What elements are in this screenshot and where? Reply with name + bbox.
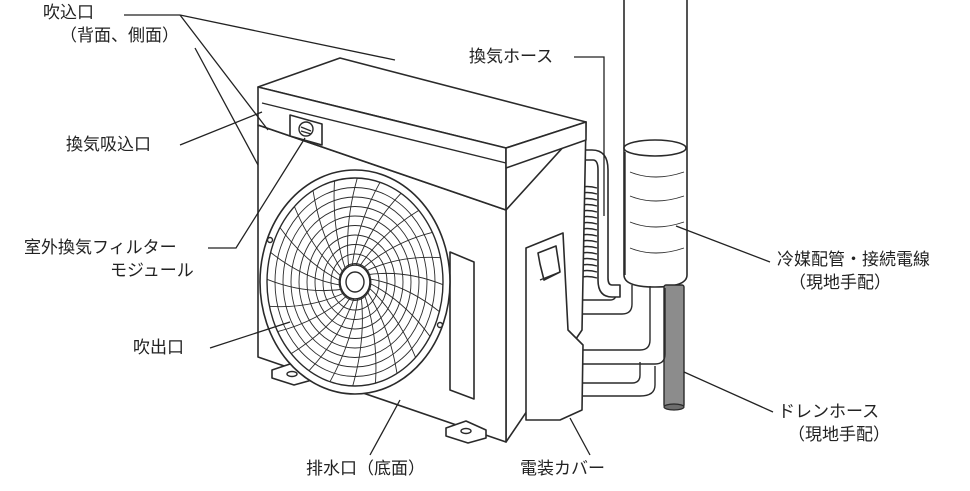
- fan-grille-spoke: [352, 294, 363, 387]
- fan-grille-ring: [290, 206, 420, 358]
- label-fukikomi-guchi-note: （背面、側面）: [60, 26, 179, 46]
- fan-grille-spoke: [347, 177, 358, 270]
- fan-grille-spoke: [360, 231, 433, 271]
- fan-grille-spoke: [270, 252, 344, 287]
- fan-grille-spoke: [363, 256, 441, 273]
- fan-grille-spoke: [277, 293, 350, 333]
- drain-hose: [663, 284, 685, 411]
- label-filter-module-line2: モジュール: [110, 261, 194, 281]
- electric-cover: [525, 232, 584, 421]
- fan-grille-spoke: [357, 210, 420, 269]
- label-fukidashi-guchi: 吹出口: [133, 338, 184, 358]
- fan-grille-ring: [322, 244, 388, 320]
- label-kanki-hose: 換気ホース: [469, 47, 554, 67]
- fan-grille-spoke: [290, 295, 353, 354]
- label-electric-cover: 電装カバー: [520, 459, 605, 479]
- fan-grille-ring: [298, 215, 412, 349]
- fan-grille-spoke: [365, 288, 398, 374]
- refrigerant-piping: [623, 0, 688, 288]
- fan-grille-spoke: [354, 192, 402, 269]
- fan-grille-spoke: [266, 278, 345, 292]
- fan-grille-spoke: [351, 182, 381, 269]
- fan-grille-spoke: [363, 291, 377, 384]
- fan-grille-spoke: [333, 180, 347, 273]
- fan-grille-spoke: [366, 285, 417, 358]
- fan-grille-spoke: [312, 190, 345, 276]
- fan-grille-spoke: [365, 272, 444, 286]
- label-fukikomi-guchi: 吹込口: [43, 3, 94, 23]
- fan-grille-spoke: [366, 277, 440, 312]
- leader-lines: [124, 14, 774, 456]
- service-pipes: [577, 285, 666, 397]
- fan-grille-ring: [314, 234, 396, 330]
- fan-grille-ring: [306, 225, 404, 339]
- fan-grille-ring: [330, 253, 380, 311]
- fan-grille-spoke: [366, 281, 431, 337]
- fan-grille-spoke: [269, 291, 347, 308]
- label-refrigerant-note: （現地手配）: [789, 273, 891, 293]
- fan-grille-ring: [282, 196, 428, 368]
- fan-grille-spoke: [293, 206, 344, 279]
- fan-grille-ring: [338, 263, 372, 301]
- fan-grille-spoke: [308, 295, 356, 372]
- fan-grille-spoke: [279, 227, 344, 283]
- label-haisui-guchi: 排水口（底面）: [306, 459, 425, 479]
- fan-grille: [259, 169, 451, 395]
- label-filter-module-line1: 室外換気フィルター: [24, 238, 177, 258]
- label-drain-hose: ドレンホース: [778, 402, 880, 422]
- label-refrigerant-piping: 冷媒配管・接続電線: [777, 250, 930, 270]
- label-drain-note: （現地手配）: [788, 425, 890, 445]
- fan-grille-spoke: [329, 295, 359, 382]
- label-kanki-kyuukomi-guchi: 換気吸込口: [66, 135, 151, 155]
